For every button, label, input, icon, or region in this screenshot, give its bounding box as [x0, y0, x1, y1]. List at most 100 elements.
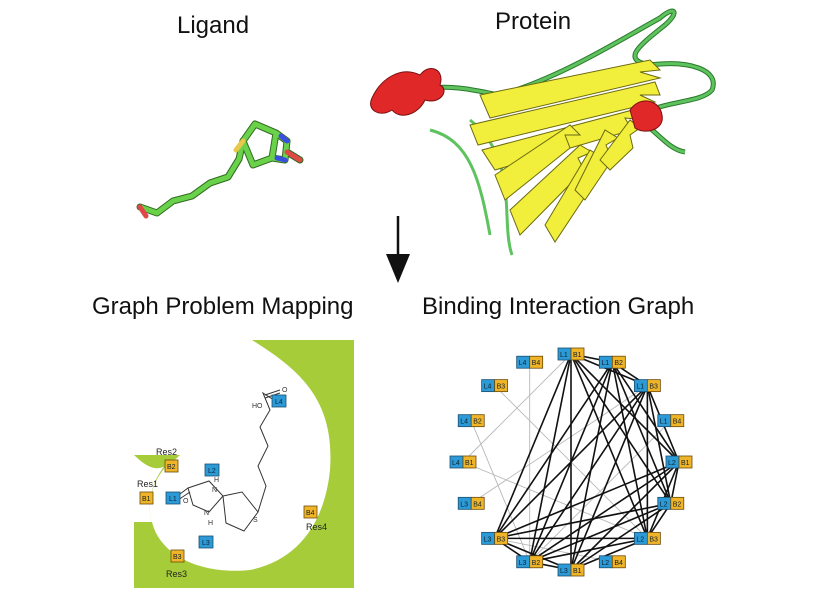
svg-text:L4: L4: [460, 419, 468, 426]
svg-text:L3: L3: [560, 568, 568, 575]
weak-edge: [470, 385, 648, 504]
svg-text:L2: L2: [601, 560, 609, 567]
svg-text:B1: B1: [681, 460, 690, 467]
ligand-node-l1: L1: [165, 491, 181, 505]
graph-node-l3-b4: L3 B4: [457, 496, 485, 510]
ligand-title: Ligand: [177, 12, 250, 39]
svg-text:L2: L2: [668, 460, 676, 467]
graph-node-l4-b3: L4 B3: [481, 379, 509, 393]
interaction-graph-edges: [462, 353, 680, 571]
svg-text:B4: B4: [532, 360, 541, 367]
svg-text:B1: B1: [465, 460, 474, 467]
svg-text:B3: B3: [497, 384, 506, 391]
svg-text:B4: B4: [673, 419, 682, 426]
graph-node-l4-b1: L4 B1: [449, 455, 477, 469]
strong-edge: [529, 461, 680, 563]
svg-text:L2: L2: [660, 501, 668, 508]
svg-text:L3: L3: [460, 501, 468, 508]
svg-text:B3: B3: [497, 536, 506, 543]
svg-text:Res2: Res2: [156, 447, 177, 457]
svg-text:L1: L1: [601, 360, 609, 367]
svg-text:B3: B3: [649, 536, 658, 543]
svg-text:L1: L1: [169, 496, 177, 503]
graph-node-l3-b3: L3 B3: [481, 531, 509, 545]
svg-text:B4: B4: [306, 510, 315, 517]
protein-cartoon: [370, 8, 716, 256]
chem-label-h-bottom: H: [208, 520, 213, 527]
chem-label-o-acid: O: [282, 387, 288, 394]
svg-text:B4: B4: [614, 560, 623, 567]
svg-text:L4: L4: [484, 384, 492, 391]
svg-text:B1: B1: [142, 496, 151, 503]
strong-edge: [493, 353, 572, 539]
svg-text:L4: L4: [275, 399, 283, 406]
binding-pocket-panel: [134, 340, 354, 588]
graph-node-l2-b4: L2 B4: [598, 555, 626, 569]
chem-label-ho: HO: [252, 403, 263, 410]
chem-label-o-urea: O: [183, 498, 189, 505]
svg-text:L4: L4: [452, 460, 460, 467]
graph-problem-mapping-title: Graph Problem Mapping: [92, 293, 354, 320]
chem-label-s: S: [253, 517, 258, 524]
strong-edge: [570, 353, 649, 539]
graph-node-l4-b4: L4 B4: [516, 355, 544, 369]
strong-edge: [570, 461, 680, 571]
graph-node-l2-b1: L2 B1: [665, 455, 693, 469]
strong-edge: [494, 502, 671, 540]
svg-text:B4: B4: [473, 501, 482, 508]
svg-text:L1: L1: [636, 384, 644, 391]
ligand-node-l4: L4: [271, 394, 287, 408]
residue-node-b2: B2 Res2: [156, 447, 179, 473]
svg-text:Res4: Res4: [306, 522, 327, 532]
ligand-node-l2: L2: [204, 463, 220, 477]
residue-node-b4: B4 Res4: [303, 505, 327, 532]
strong-edge: [669, 461, 680, 504]
svg-text:L3: L3: [484, 536, 492, 543]
graph-node-l2-b2: L2 B2: [657, 496, 685, 510]
down-arrow: [386, 216, 410, 283]
ligand-node-l3: L3: [198, 535, 214, 549]
strong-edge: [529, 537, 648, 563]
graph-node-l3-b2: L3 B2: [516, 555, 544, 569]
graph-node-l1-b3: L1 B3: [633, 379, 661, 393]
strong-edge: [646, 385, 672, 504]
strong-edge: [570, 502, 672, 571]
graph-node-l1-b1: L1 B1: [557, 347, 585, 361]
chem-label-n-bottom: N: [204, 510, 209, 517]
svg-text:B3: B3: [173, 554, 182, 561]
strong-edge: [494, 385, 648, 539]
svg-text:B2: B2: [673, 501, 682, 508]
svg-text:B3: B3: [649, 384, 658, 391]
svg-text:B1: B1: [573, 568, 582, 575]
svg-text:Res3: Res3: [166, 569, 187, 579]
svg-text:B2: B2: [614, 360, 623, 367]
strong-edge: [494, 461, 680, 540]
strong-edge: [611, 361, 680, 463]
svg-text:L3: L3: [202, 540, 210, 547]
strong-edge: [570, 362, 614, 571]
svg-text:B2: B2: [532, 560, 541, 567]
svg-text:L2: L2: [636, 536, 644, 543]
svg-text:L3: L3: [519, 560, 527, 567]
residue-node-b3: B3 Res3: [166, 549, 187, 579]
svg-text:L1: L1: [560, 352, 568, 359]
protein-title: Protein: [495, 8, 572, 35]
ligand-2d-structure: [175, 389, 281, 532]
protein-pocket-surface: [134, 340, 354, 588]
svg-text:L4: L4: [519, 360, 527, 367]
graph-node-l2-b3: L2 B3: [633, 531, 661, 545]
strong-edge: [493, 361, 613, 539]
ligand-stick-model: [136, 120, 304, 219]
svg-text:Res1: Res1: [137, 479, 158, 489]
residue-node-b1: B1 Res1: [137, 479, 158, 505]
chem-label-h-top: H: [214, 477, 219, 484]
strong-edge: [529, 502, 672, 563]
binding-interaction-graph-title: Binding Interaction Graph: [422, 293, 695, 320]
svg-text:L2: L2: [208, 468, 216, 475]
graph-node-l1-b2: L1 B2: [598, 355, 626, 369]
svg-text:B1: B1: [573, 352, 582, 359]
